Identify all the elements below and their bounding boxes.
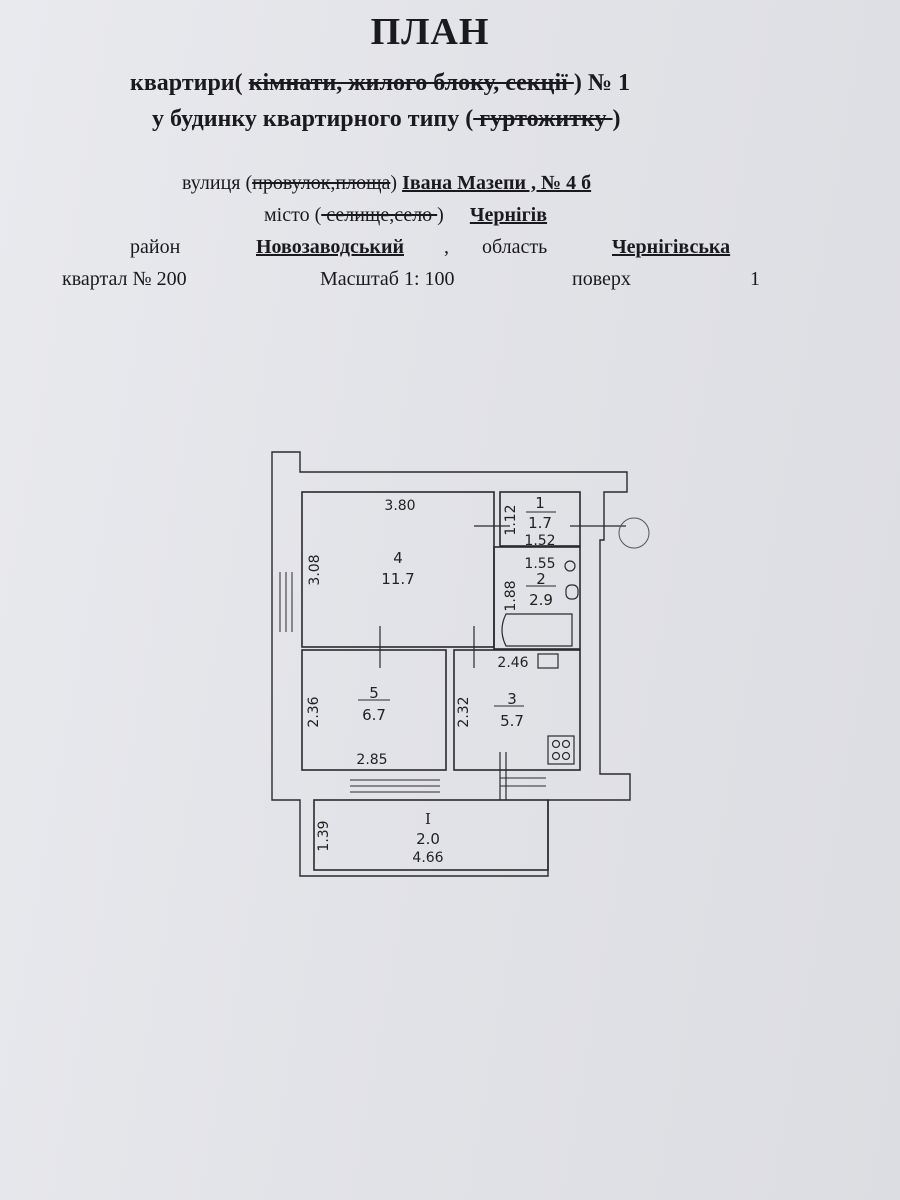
room-1-outline — [499, 491, 581, 547]
window-left — [279, 572, 293, 632]
outer-wall — [271, 451, 631, 877]
window-bottom — [350, 777, 546, 793]
sink-icon — [564, 560, 576, 572]
room-4-height: 3.08 — [307, 554, 323, 585]
city-line: місто ( селище,село )Чернігів — [264, 204, 548, 226]
room-4-width: 3.80 — [384, 498, 415, 514]
room-3-width: 2.46 — [497, 655, 528, 671]
room-2-height: 1.88 — [503, 580, 519, 611]
balcony-width: 4.66 — [412, 850, 443, 866]
room-3-outline — [453, 649, 581, 771]
room-1-width: 1.52 — [524, 533, 555, 549]
room-5-outline — [301, 649, 447, 771]
stove-icon — [547, 735, 575, 765]
riser-icon — [618, 517, 650, 549]
block-number: квартал № 200 — [62, 268, 187, 290]
room-5-width: 2.85 — [356, 752, 387, 768]
street-line: вулиця (провулок,площа) Івана Мазепи , №… — [182, 172, 592, 194]
room-1-area: 1.7 — [528, 514, 552, 532]
apartment-label: квартири( — [130, 70, 249, 96]
district-value: Новозаводський — [256, 236, 404, 258]
toilet-icon — [565, 584, 579, 600]
city-value: Чернігів — [469, 204, 548, 226]
room-3-number: 3 — [507, 690, 517, 708]
area-fraction-lines — [358, 511, 556, 707]
room-2-area: 2.9 — [529, 591, 553, 609]
room-5-number: 5 — [369, 684, 379, 702]
balcony-number: I — [425, 810, 431, 828]
header-line-1: квартири( кімнати, жилого блоку, секції … — [130, 70, 630, 97]
balcony-outline — [313, 799, 549, 871]
kitchen-sink-icon — [537, 653, 559, 669]
room-2-width: 1.55 — [524, 556, 555, 572]
struck-dormitory: гуртожитку — [473, 106, 613, 132]
building-type-label: у будинку квартирного типу ( — [152, 106, 474, 132]
room-3-height: 2.32 — [456, 696, 472, 727]
document-title: ПЛАН — [370, 11, 490, 53]
room-1-height: 1.12 — [503, 504, 519, 535]
room-4-area: 11.7 — [381, 570, 414, 588]
room-2-outline — [493, 546, 581, 650]
struck-alternatives: кімнати, жилого блоку, секції — [248, 70, 574, 96]
street-value: Івана Мазепи , № 4 б — [402, 172, 592, 194]
room-1-number: 1 — [535, 494, 545, 512]
room-5-area: 6.7 — [362, 706, 386, 724]
balcony-height: 1.39 — [316, 820, 332, 851]
scale: Масштаб 1: 100 — [320, 268, 455, 290]
room-4-number: 4 — [393, 549, 403, 567]
room-5-height: 2.36 — [306, 696, 322, 727]
floor-number: 1 — [750, 268, 760, 290]
balcony-area: 2.0 — [416, 830, 440, 848]
region-value: Чернігівська — [612, 236, 731, 258]
header-line-2: у будинку квартирного типу ( гуртожитку … — [152, 106, 621, 132]
bathtub-icon — [501, 613, 573, 647]
apartment-number: ) № 1 — [573, 70, 630, 96]
room-2-number: 2 — [536, 570, 546, 588]
door-marks — [379, 525, 626, 800]
room-3-area: 5.7 — [500, 712, 524, 730]
